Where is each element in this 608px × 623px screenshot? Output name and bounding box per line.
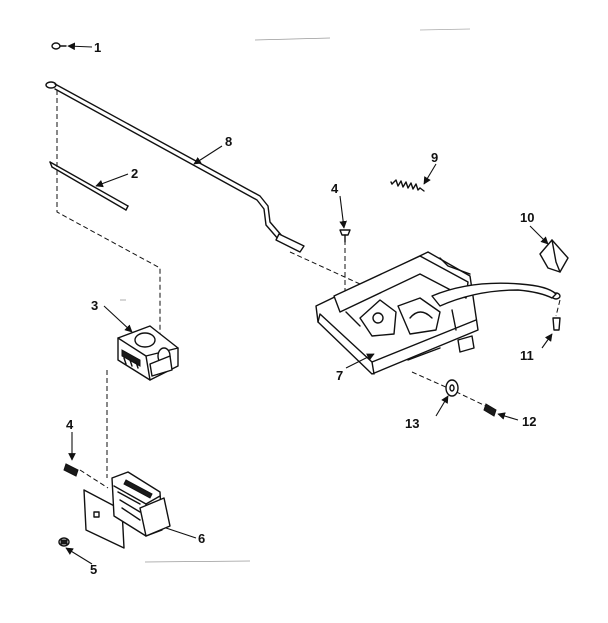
part-6-switch bbox=[83, 471, 171, 549]
part-4-screw-upper bbox=[339, 229, 351, 243]
callout-12: 12 bbox=[522, 414, 536, 429]
part-13-washer bbox=[445, 379, 459, 397]
part-8-rod bbox=[45, 81, 305, 253]
part-9-spring bbox=[390, 179, 425, 192]
assembly-lines bbox=[56, 90, 561, 489]
callout-10: 10 bbox=[520, 210, 534, 225]
part-1-clip bbox=[51, 42, 67, 50]
leader-lines bbox=[65, 42, 553, 565]
callout-labels: 1 2 3 4 4 5 6 7 8 9 10 11 12 13 bbox=[66, 40, 536, 577]
callout-8: 8 bbox=[225, 134, 232, 149]
callout-9: 9 bbox=[431, 150, 438, 165]
callout-1: 1 bbox=[94, 40, 101, 55]
part-3-motor bbox=[117, 325, 179, 381]
scan-artifacts bbox=[120, 28, 471, 563]
callout-7: 7 bbox=[336, 368, 343, 383]
callout-6: 6 bbox=[198, 531, 205, 546]
callout-4-upper: 4 bbox=[331, 181, 339, 196]
part-2-rod bbox=[49, 161, 129, 211]
callout-4-lower: 4 bbox=[66, 417, 74, 432]
part-5-nut bbox=[58, 537, 70, 547]
part-4-screw-lower bbox=[63, 463, 79, 477]
part-11-screw bbox=[551, 292, 561, 331]
callout-11: 11 bbox=[520, 348, 534, 363]
callout-13: 13 bbox=[405, 416, 419, 431]
callout-2: 2 bbox=[131, 166, 138, 181]
part-10-cover bbox=[539, 239, 569, 273]
part-7-bracket bbox=[315, 251, 557, 375]
callout-5: 5 bbox=[90, 562, 97, 577]
part-12-screw bbox=[483, 403, 497, 417]
callout-3: 3 bbox=[91, 298, 98, 313]
